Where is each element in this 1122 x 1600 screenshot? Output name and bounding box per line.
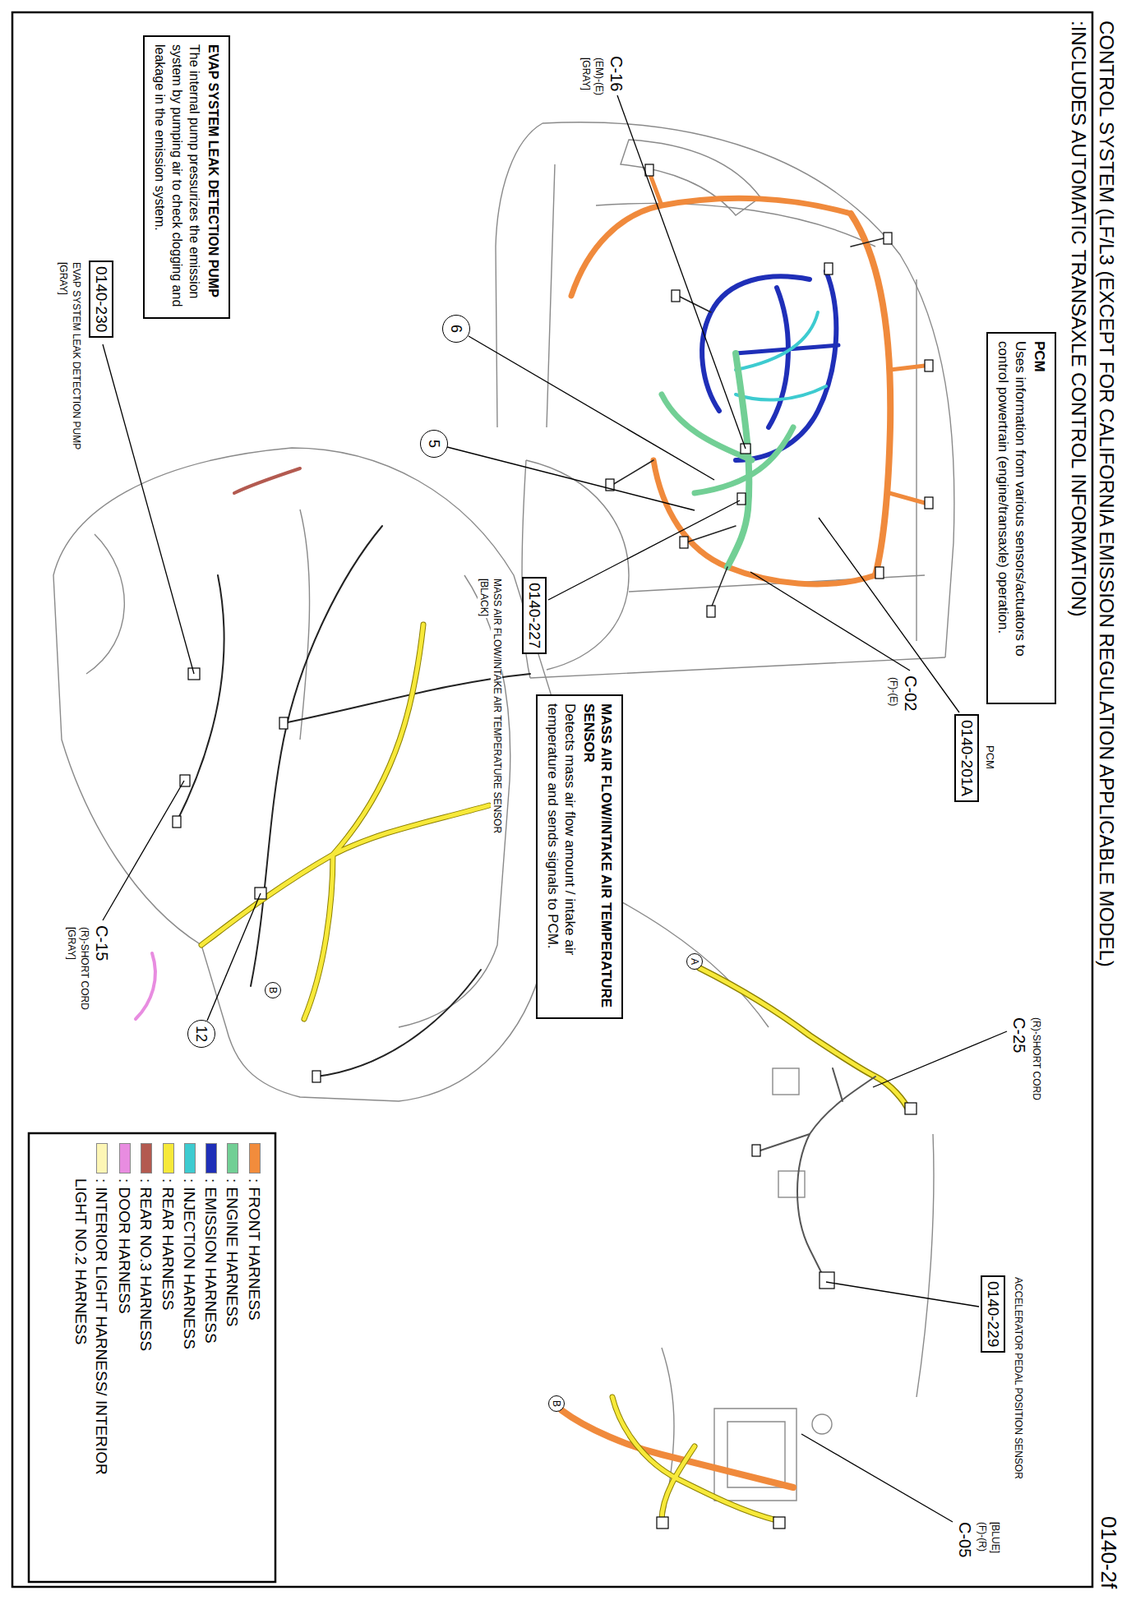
connector-code: C-16 — [606, 54, 626, 93]
connector-symbols — [656, 1103, 917, 1529]
legend-row: : INJECTION HARNESS — [179, 1143, 200, 1350]
callout-number: 5 — [420, 429, 448, 458]
connector-type: (EM)-(E) — [592, 55, 605, 97]
connector-color: [GRAY] — [64, 925, 77, 962]
part-number-box: 0140-229 — [980, 1275, 1006, 1353]
legend-text: : INJECTION HARNESS — [179, 1178, 200, 1350]
part-number: 0140-227 — [524, 582, 545, 649]
connector-color: [GRAY] — [579, 55, 592, 93]
connector-type: (F)-(R) — [975, 1520, 988, 1554]
description-box: MASS AIR FLOW/INTAKE AIR TEMPERATURE SEN… — [535, 694, 624, 1020]
callout-text: 12 — [193, 1025, 209, 1043]
callout-text: 6 — [448, 324, 464, 333]
part-number-box: 0140-201A — [954, 714, 979, 803]
vehicle-harness — [135, 468, 531, 1077]
legend-row: : DOOR HARNESS — [114, 1143, 135, 1315]
connector-code: C-15 — [92, 923, 111, 963]
connector-color: [GRAY] — [56, 260, 69, 297]
legend-row: : REAR NO.3 HARNESS — [135, 1143, 157, 1352]
part-name: PCM — [983, 743, 996, 772]
engine-bay-outline — [495, 122, 955, 679]
description-heading: MASS AIR FLOW/INTAKE AIR TEMPERATURE SEN… — [580, 703, 615, 1011]
callout-text: A — [689, 958, 700, 966]
connector-type: (R)-SHORT CORD — [78, 925, 90, 1012]
connector-code: C-02 — [900, 674, 920, 713]
description-body: Uses information from various sensors/ac… — [994, 341, 1030, 696]
page-frame — [12, 12, 1093, 1588]
legend-text: : REAR NO.3 HARNESS — [135, 1178, 157, 1352]
legend-swatch — [184, 1143, 196, 1174]
connector-code: C-25 — [1009, 1015, 1029, 1055]
legend-row: : EMISSION HARNESS — [200, 1143, 222, 1344]
connector-color: [BLUE] — [988, 1520, 1001, 1556]
part-number: 0140-229 — [983, 1281, 1003, 1348]
legend-text: : DOOR HARNESS — [114, 1178, 135, 1315]
part-number: 0140-230 — [91, 266, 111, 333]
legend-swatch — [119, 1143, 131, 1174]
legend-text: : ENGINE HARNESS — [221, 1178, 243, 1328]
connector-type: (R)-SHORT CORD — [1029, 1015, 1042, 1103]
description-body: Detects mass air flow amount / intake ai… — [544, 703, 579, 1011]
connector-code: C-05 — [955, 1520, 975, 1560]
vehicle-outline — [53, 447, 555, 1102]
callout-number: 6 — [442, 314, 471, 343]
legend-row: : FRONT HARNESS — [244, 1143, 265, 1321]
callout-number: 12 — [187, 1020, 216, 1049]
callout-text: B — [267, 987, 278, 994]
callout-text: 5 — [426, 439, 442, 448]
legend-text: : INTERIOR LIGHT HARNESS/ INTERIOR LIGHT… — [70, 1178, 112, 1508]
legend-swatch — [205, 1143, 218, 1174]
description-box: PCMUses information from various sensors… — [986, 332, 1057, 705]
page-number: 0140-2f — [1095, 1514, 1121, 1591]
engine-harness — [571, 172, 925, 609]
part-number-box: 0140-227 — [521, 577, 547, 655]
connector-symbols — [605, 164, 933, 618]
legend-text: : EMISSION HARNESS — [200, 1178, 222, 1344]
part-name: ACCELERATOR PEDAL POSITION SENSOR — [1011, 1275, 1024, 1482]
link-marker: B — [264, 982, 282, 999]
legend-swatch — [226, 1143, 239, 1174]
description-heading: EVAP SYSTEM LEAK DETECTION PUMP — [204, 44, 222, 310]
part-number-box: 0140-230 — [88, 260, 114, 338]
connector-color: [BLACK] — [477, 577, 490, 619]
legend-row: : ENGINE HARNESS — [221, 1143, 243, 1328]
diagram-title: CONTROL SYSTEM (LF/L3 (EXCEPT FOR CALIFO… — [1064, 20, 1121, 1012]
description-body: The internal pump pressurizes the emissi… — [151, 44, 204, 310]
part-number: 0140-201A — [956, 720, 977, 797]
legend-swatch — [249, 1143, 261, 1174]
part-name: EVAP SYSTEM LEAK DETECTION PUMP — [69, 260, 82, 452]
legend-swatch — [140, 1143, 153, 1174]
legend-swatch — [96, 1143, 108, 1174]
link-marker: B — [548, 1395, 565, 1413]
connector-type: (F)-(E) — [886, 675, 899, 708]
legend-swatch — [162, 1143, 175, 1174]
description-box: EVAP SYSTEM LEAK DETECTION PUMPThe inter… — [143, 35, 231, 319]
callout-text: B — [551, 1400, 562, 1408]
legend-text: : REAR HARNESS — [157, 1178, 179, 1311]
part-name: MASS AIR FLOW/INTAKE AIR TEMPERATURE SEN… — [490, 577, 503, 836]
legend-row: : INTERIOR LIGHT HARNESS/ INTERIOR LIGHT… — [70, 1143, 112, 1508]
leader-lines — [102, 95, 1007, 1523]
legend-text: : FRONT HARNESS — [244, 1178, 265, 1321]
link-marker: A — [686, 953, 703, 970]
description-heading: PCM — [1030, 341, 1049, 696]
connector-symbols — [172, 668, 321, 1083]
legend-row: : REAR HARNESS — [157, 1143, 179, 1311]
legend-frame — [28, 1133, 276, 1583]
interior-harness — [561, 968, 909, 1521]
